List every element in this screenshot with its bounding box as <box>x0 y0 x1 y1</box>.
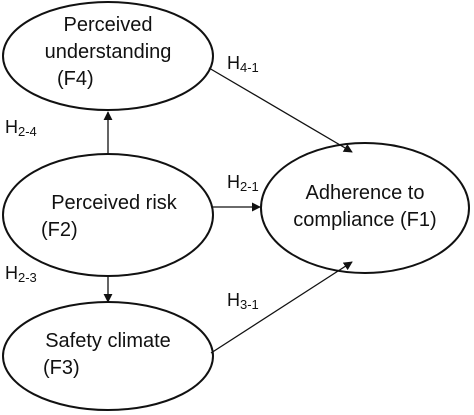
node-f3-label: Safety climate (F3) <box>8 328 208 382</box>
hypothesis-h2-1-sub: 2-1 <box>240 179 259 194</box>
hypothesis-h2-3-main: H <box>5 263 18 283</box>
hypothesis-h3-1-sub: 3-1 <box>240 297 259 312</box>
hypothesis-h2-3-label: H2-3 <box>5 263 37 288</box>
node-f1-line2: compliance (F1) <box>293 209 437 231</box>
node-f1-ellipse <box>260 142 470 274</box>
node-f3-line2: (F3) <box>43 357 80 379</box>
arrow-f4-to-f1 <box>208 67 353 153</box>
hypothesis-h2-3-sub: 2-3 <box>18 270 37 285</box>
hypothesis-h2-4-main: H <box>5 117 18 137</box>
node-f2-label: Perceived risk (F2) <box>8 190 208 244</box>
node-f1-label: Adherence to compliance (F1) <box>265 180 465 234</box>
hypothesis-h2-1-label: H2-1 <box>227 172 259 197</box>
node-f2-line2: (F2) <box>41 219 78 241</box>
hypothesis-h2-4-label: H2-4 <box>5 117 37 142</box>
node-f1-line1: Adherence to <box>305 182 425 204</box>
hypothesis-h3-1-label: H3-1 <box>227 290 259 315</box>
node-f3-line1: Safety climate <box>45 330 171 352</box>
hypothesis-h4-1-sub: 4-1 <box>240 60 259 75</box>
node-f4-line1: Perceived <box>63 14 153 36</box>
node-f2-line1: Perceived risk <box>51 192 177 214</box>
hypothesis-h2-1-main: H <box>227 172 240 192</box>
hypothesis-h4-1-main: H <box>227 53 240 73</box>
hypothesis-h4-1-label: H4-1 <box>227 53 259 78</box>
node-f4-line3: (F4) <box>57 68 94 90</box>
node-f4-ellipse <box>2 1 214 111</box>
arrow-f3-to-f1 <box>210 261 353 354</box>
node-f4-line2: understanding <box>44 41 172 63</box>
hypothesis-h3-1-main: H <box>227 290 240 310</box>
hypothesis-h2-4-sub: 2-4 <box>18 124 37 139</box>
node-f4-label: Perceived understanding (F4) <box>8 12 208 93</box>
